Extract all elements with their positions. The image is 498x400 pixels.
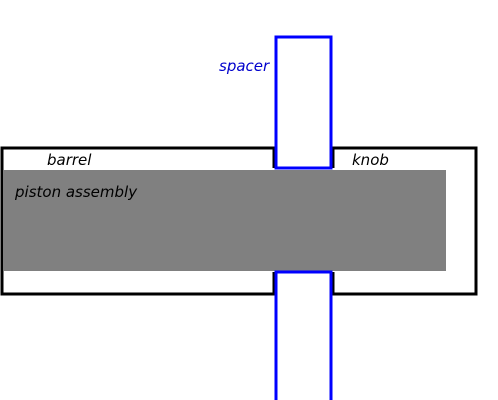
spacer-label: spacer bbox=[219, 57, 270, 75]
knob-outline bbox=[331, 146, 478, 296]
piston-assembly-label: piston assembly bbox=[14, 183, 138, 201]
knob-label: knob bbox=[352, 151, 389, 169]
spacer-upper bbox=[274, 35, 333, 170]
piston-assembly bbox=[4, 170, 446, 271]
barrel-outline bbox=[0, 146, 276, 296]
barrel-label: barrel bbox=[47, 151, 92, 169]
spacer-lower bbox=[274, 270, 333, 400]
